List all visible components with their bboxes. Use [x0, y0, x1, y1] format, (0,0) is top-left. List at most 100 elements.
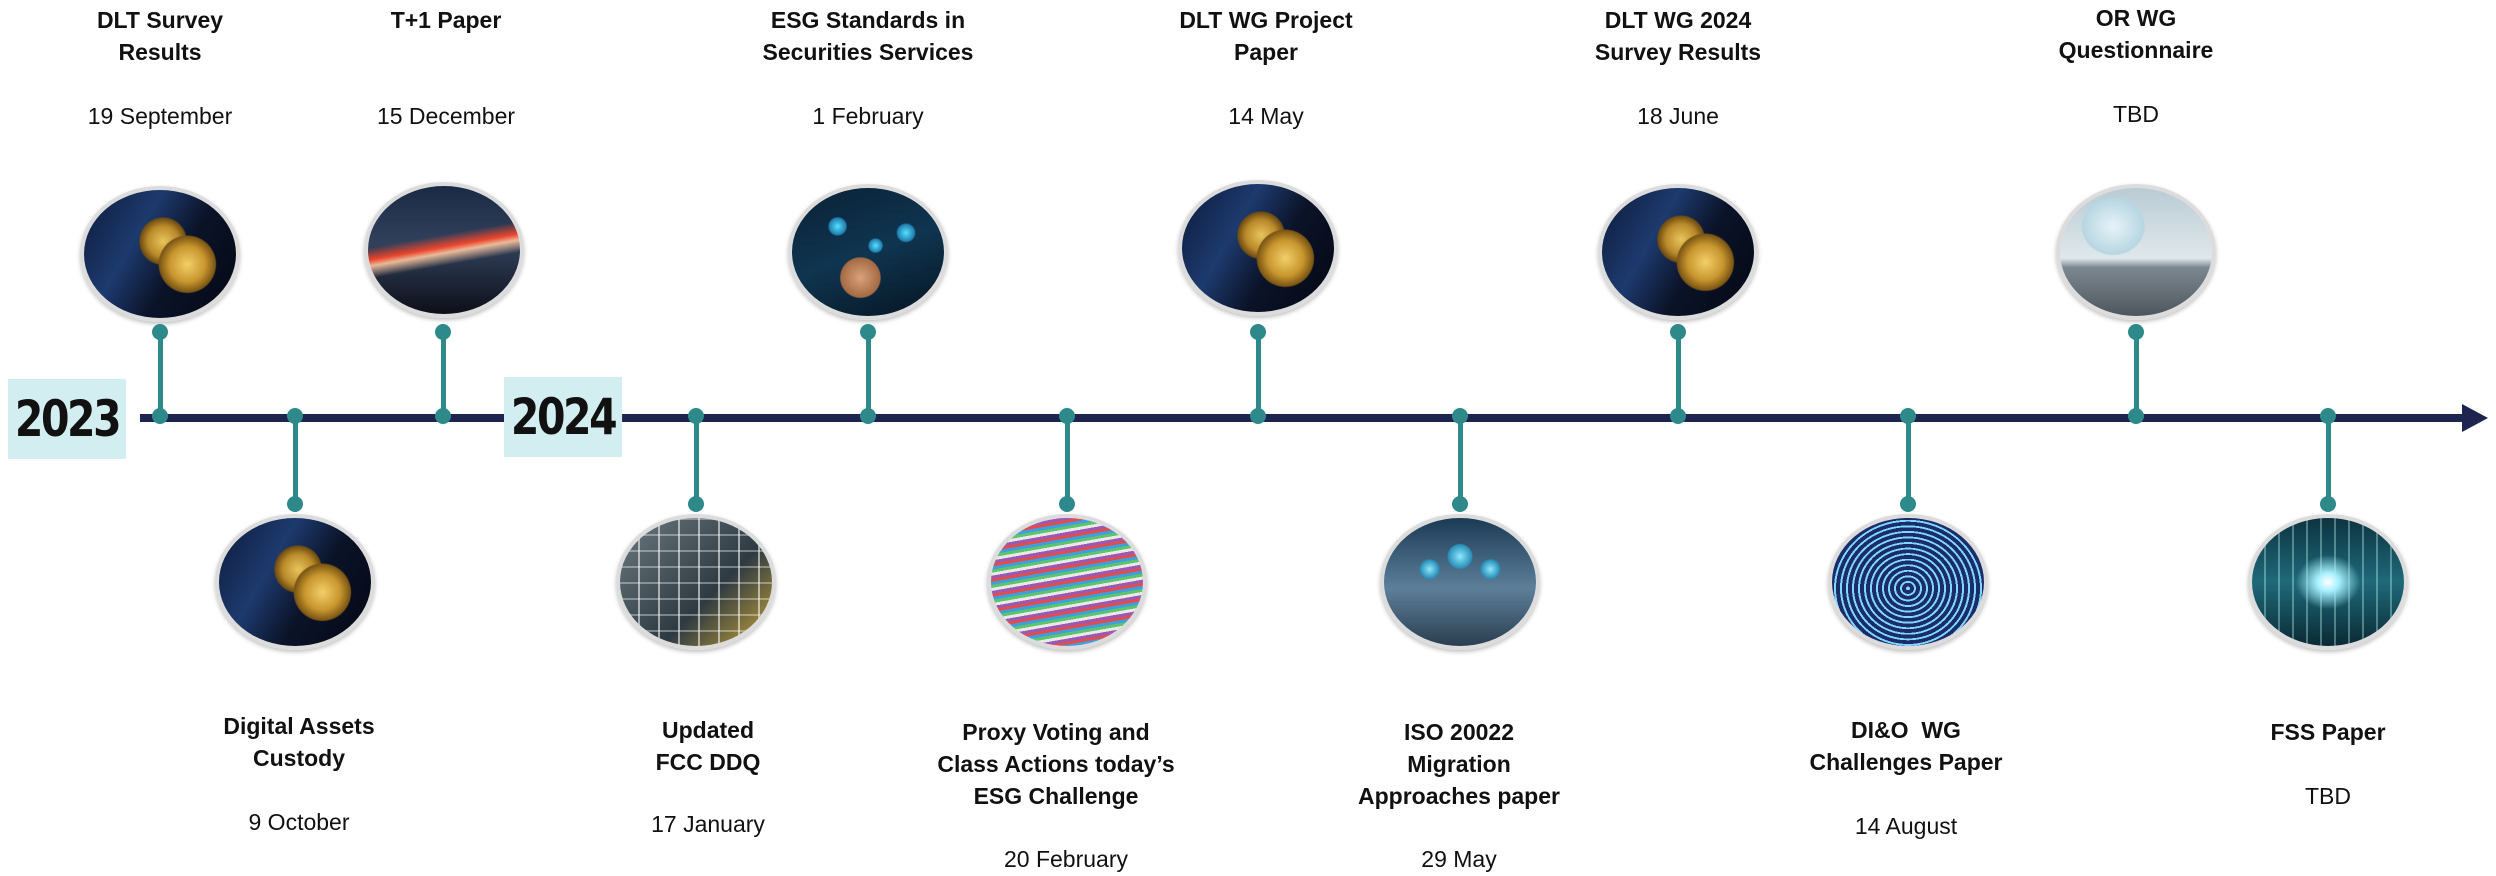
connector-dot	[152, 324, 168, 340]
event-title-line: Proxy Voting and	[962, 719, 1150, 745]
connector-dot	[860, 408, 876, 424]
coins-image	[215, 514, 375, 650]
event-title: DLT Survey Results	[10, 4, 310, 68]
event-title-line: Paper	[1234, 39, 1298, 65]
connector-dot	[1059, 408, 1075, 424]
connector-dot	[2320, 496, 2336, 512]
code-screen-image	[987, 514, 1147, 650]
connector-dot	[2128, 408, 2144, 424]
connector-dot	[1900, 496, 1916, 512]
event-title: DLT WG Project Paper	[1116, 4, 1416, 68]
connector-stem	[1906, 418, 1911, 506]
connector-dot	[688, 408, 704, 424]
event-title: Updated FCC DDQ	[558, 714, 858, 778]
event-title-line: FCC DDQ	[655, 749, 761, 775]
event-title-line: Challenges Paper	[1809, 749, 2003, 775]
connector-dot	[1452, 496, 1468, 512]
event-date: TBD	[2305, 783, 2351, 809]
event-title: T+1 Paper	[296, 4, 596, 36]
event-title: DLT WG 2024 Survey Results	[1528, 4, 1828, 68]
event-date: 1 February	[812, 103, 924, 129]
event-title-line: ESG Challenge	[973, 783, 1139, 809]
connector-dot	[287, 408, 303, 424]
connector-dot	[1250, 324, 1266, 340]
event-title: ISO 20022 Migration Approaches paper	[1309, 716, 1609, 812]
event-title-line: DLT WG Project	[1179, 7, 1353, 33]
timeline-axis	[140, 414, 2470, 422]
event-date: 18 June	[1637, 103, 1719, 129]
coins-image	[1178, 180, 1338, 316]
connector-dot	[287, 496, 303, 512]
event-title: DI&O WG Challenges Paper	[1756, 714, 2056, 778]
event-title: Proxy Voting and Class Actions today’s E…	[906, 716, 1206, 812]
connector-stem	[2326, 418, 2331, 506]
connector-dot	[1900, 408, 1916, 424]
event-title-line: OR WG	[2095, 5, 2177, 31]
night-road-lights-image	[364, 182, 524, 318]
event-date: 15 December	[376, 103, 516, 129]
event-title-line: Digital Assets	[223, 713, 375, 739]
event-title-line: Custody	[253, 745, 345, 771]
connector-stem	[1065, 418, 1070, 506]
connector-stem	[1458, 418, 1463, 506]
event-title-line: DI&O WG	[1851, 717, 1961, 743]
event-title: FSS Paper	[2178, 716, 2478, 748]
event-title-line: Questionnaire	[2058, 37, 2214, 63]
connector-dot	[2128, 324, 2144, 340]
event-title-line: FSS Paper	[2270, 719, 2386, 745]
event-date: 19 September	[87, 103, 233, 129]
connector-dot	[1059, 496, 1075, 512]
event-title-line: Approaches paper	[1358, 783, 1560, 809]
event-title-line: Class Actions today’s	[937, 751, 1175, 777]
connector-dot	[688, 496, 704, 512]
connector-stem	[1676, 332, 1681, 418]
event-date: 14 August	[1854, 813, 1958, 839]
laptop-network-image	[1380, 514, 1540, 650]
event-title: OR WG Questionnaire	[1986, 2, 2286, 66]
connector-stem	[293, 418, 298, 506]
event-title-line: ISO 20022	[1404, 719, 1514, 745]
coins-image	[80, 186, 240, 322]
event-title-line: Results	[118, 39, 202, 65]
connector-dot	[1670, 324, 1686, 340]
connector-dot	[152, 408, 168, 424]
connector-stem	[866, 332, 871, 418]
event-title-line: Securities Services	[762, 39, 974, 65]
event-title-line: DLT Survey	[96, 7, 224, 33]
event-date: 9 October	[248, 809, 350, 835]
event-date: TBD	[2113, 101, 2159, 127]
connector-dot	[435, 324, 451, 340]
event-title-line: T+1 Paper	[390, 7, 502, 33]
connector-stem	[441, 332, 446, 418]
event-date: 29 May	[1421, 846, 1497, 872]
coins-image	[1598, 184, 1758, 320]
umbrella-businessman-image	[2056, 184, 2216, 320]
connector-stem	[158, 332, 163, 418]
light-tunnel-image	[2248, 514, 2408, 650]
arrow-head-icon	[2462, 404, 2488, 432]
connector-dot	[1452, 408, 1468, 424]
event-title-line: Updated	[662, 717, 754, 743]
event-date: 17 January	[651, 811, 765, 837]
connector-dot	[860, 324, 876, 340]
connector-dot	[1250, 408, 1266, 424]
event-title: ESG Standards in Securities Services	[718, 4, 1018, 68]
connector-dot	[435, 408, 451, 424]
connector-dot	[2320, 408, 2336, 424]
connector-stem	[694, 418, 699, 506]
esg-digital-icons-image	[788, 184, 948, 320]
connector-stem	[2134, 332, 2139, 418]
event-date: 14 May	[1228, 103, 1304, 129]
connector-stem	[1256, 332, 1261, 418]
year-2023-box: 2023	[8, 379, 127, 459]
event-title-line: ESG Standards in	[770, 7, 966, 33]
connector-dot	[1670, 408, 1686, 424]
event-date: 20 February	[1003, 846, 1128, 872]
event-title-line: Survey Results	[1594, 39, 1762, 65]
year-2024-box: 2024	[504, 377, 623, 457]
trading-screens-image	[616, 514, 776, 650]
event-title: Digital Assets Custody	[149, 710, 449, 774]
event-title-line: DLT WG 2024	[1604, 7, 1752, 33]
fingerprint-image	[1828, 514, 1988, 650]
